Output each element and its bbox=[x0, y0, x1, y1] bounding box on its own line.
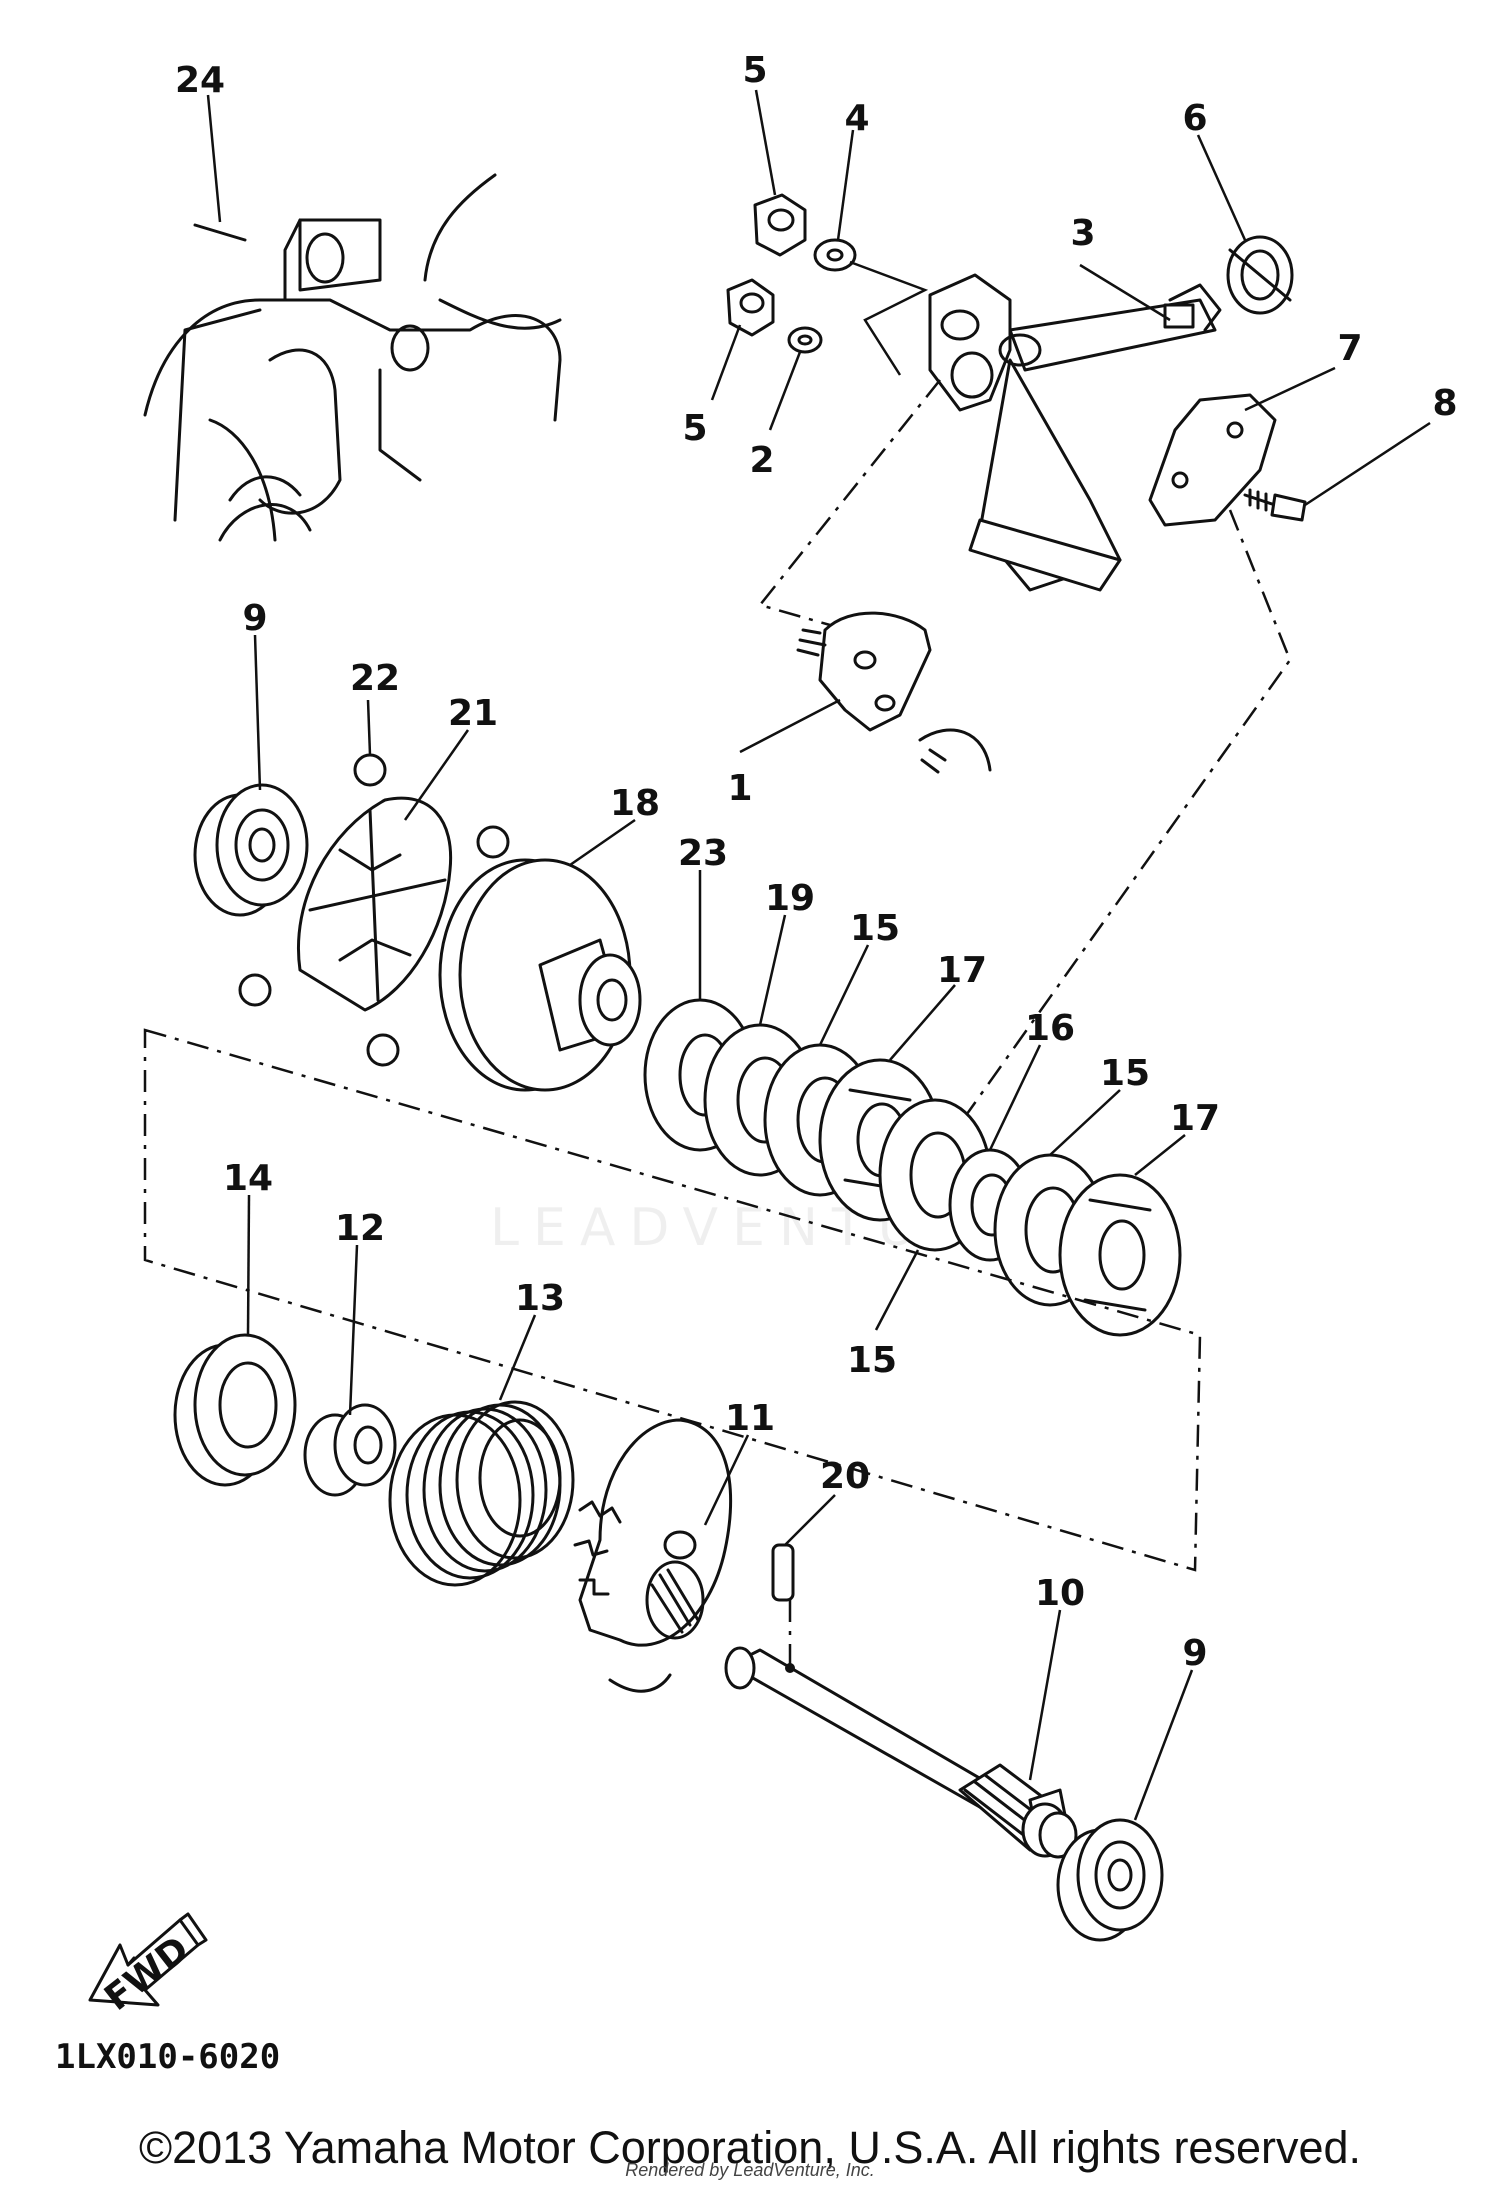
label-23: 23 bbox=[678, 833, 728, 874]
label-18: 18 bbox=[610, 783, 660, 824]
collar bbox=[303, 1403, 397, 1497]
crankcase-illustration bbox=[143, 94, 562, 542]
label-15-c: 15 bbox=[847, 1340, 897, 1381]
label-16: 16 bbox=[1025, 1008, 1075, 1049]
label-6: 6 bbox=[1182, 98, 1207, 139]
torsion-spring bbox=[388, 1400, 575, 1587]
label-20: 22 bbox=[350, 658, 400, 699]
label-17-b: 17 bbox=[1170, 1098, 1220, 1139]
label-7: 7 bbox=[1337, 328, 1362, 369]
bearing-left bbox=[193, 783, 309, 917]
washer-stack bbox=[643, 998, 1182, 1337]
kick-gear bbox=[573, 1418, 733, 1693]
label-5-lower: 5 bbox=[682, 408, 707, 449]
label-8: 8 bbox=[1432, 383, 1457, 424]
label-22: 19 bbox=[765, 878, 815, 919]
figure-code: 1LX010-6020 bbox=[55, 2037, 280, 2077]
leader-lines bbox=[246, 89, 1431, 1821]
label-10: 10 bbox=[1035, 1573, 1085, 1614]
label-15-b: 15 bbox=[1100, 1053, 1150, 1094]
shift-cam-stopper bbox=[238, 753, 510, 1067]
circlip bbox=[771, 1543, 795, 1602]
bearing-right bbox=[1056, 1818, 1164, 1942]
shift-shaft-assembly bbox=[726, 193, 1307, 1181]
label-15-a: 15 bbox=[850, 908, 900, 949]
label-2: 2 bbox=[749, 440, 774, 481]
label-19: 21 bbox=[448, 693, 498, 734]
part-labels: 24 5 4 6 3 7 8 5 2 1 9 22 21 18 23 19 15… bbox=[175, 50, 1458, 1674]
rendered-by-notice: Rendered by LeadVenture, Inc. bbox=[625, 2160, 875, 2180]
copyright-notice: ©2013 Yamaha Motor Corporation, U.S.A. A… bbox=[138, 2122, 1362, 2173]
ratchet-wheel bbox=[438, 858, 642, 1092]
label-24: 24 bbox=[175, 60, 225, 101]
leader-24 bbox=[206, 94, 222, 223]
label-9-right: 9 bbox=[1182, 1633, 1207, 1674]
label-14: 14 bbox=[223, 1158, 273, 1199]
fwd-arrow-icon: FWD bbox=[88, 1912, 208, 2019]
label-5-top: 5 bbox=[742, 50, 767, 91]
label-4: 4 bbox=[844, 98, 869, 139]
label-13: 13 bbox=[515, 1278, 565, 1319]
assembly-frame bbox=[143, 1028, 1202, 1572]
label-17-a: 17 bbox=[937, 950, 987, 991]
label-12: 12 bbox=[335, 1208, 385, 1249]
kick-axle bbox=[724, 1646, 1078, 1859]
label-1: 1 bbox=[727, 768, 752, 809]
label-21: 20 bbox=[820, 1456, 870, 1497]
label-3: 3 bbox=[1070, 213, 1095, 254]
label-9-left: 9 bbox=[242, 598, 267, 639]
label-11: 11 bbox=[725, 1398, 775, 1439]
oil-seal bbox=[173, 1333, 297, 1487]
